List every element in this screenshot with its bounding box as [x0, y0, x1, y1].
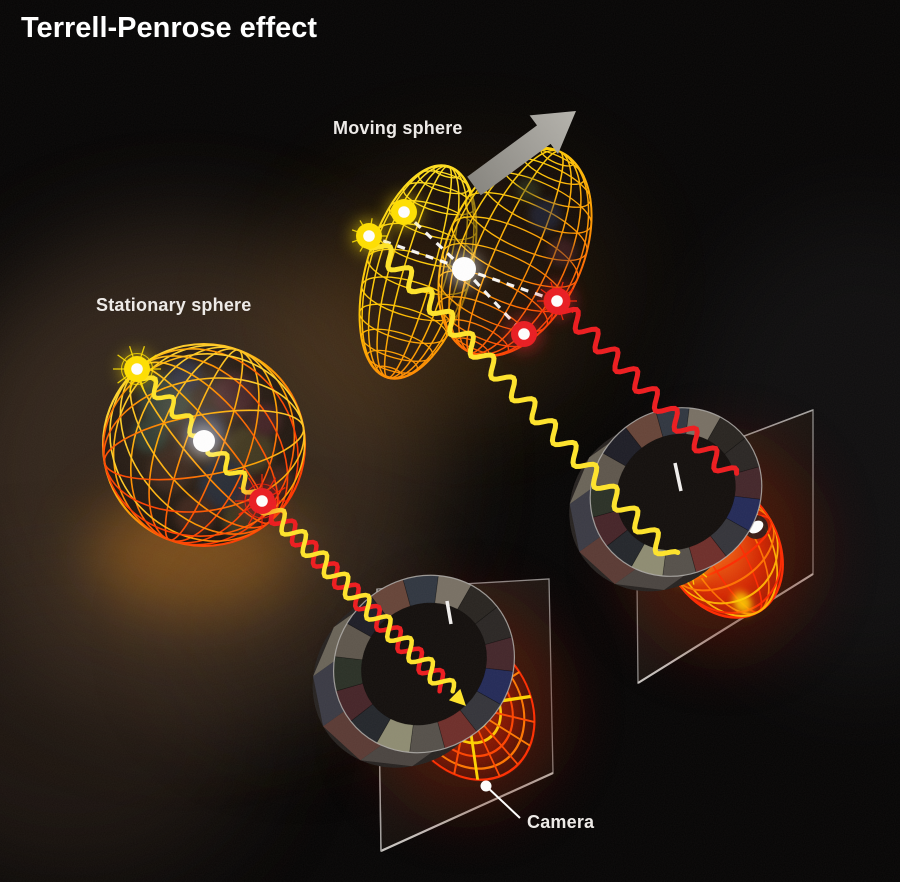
page-title: Terrell-Penrose effect: [21, 12, 318, 44]
label-moving-sphere: Moving sphere: [333, 118, 463, 138]
label-camera: Camera: [527, 812, 595, 832]
label-stationary-sphere: Stationary sphere: [96, 295, 252, 315]
